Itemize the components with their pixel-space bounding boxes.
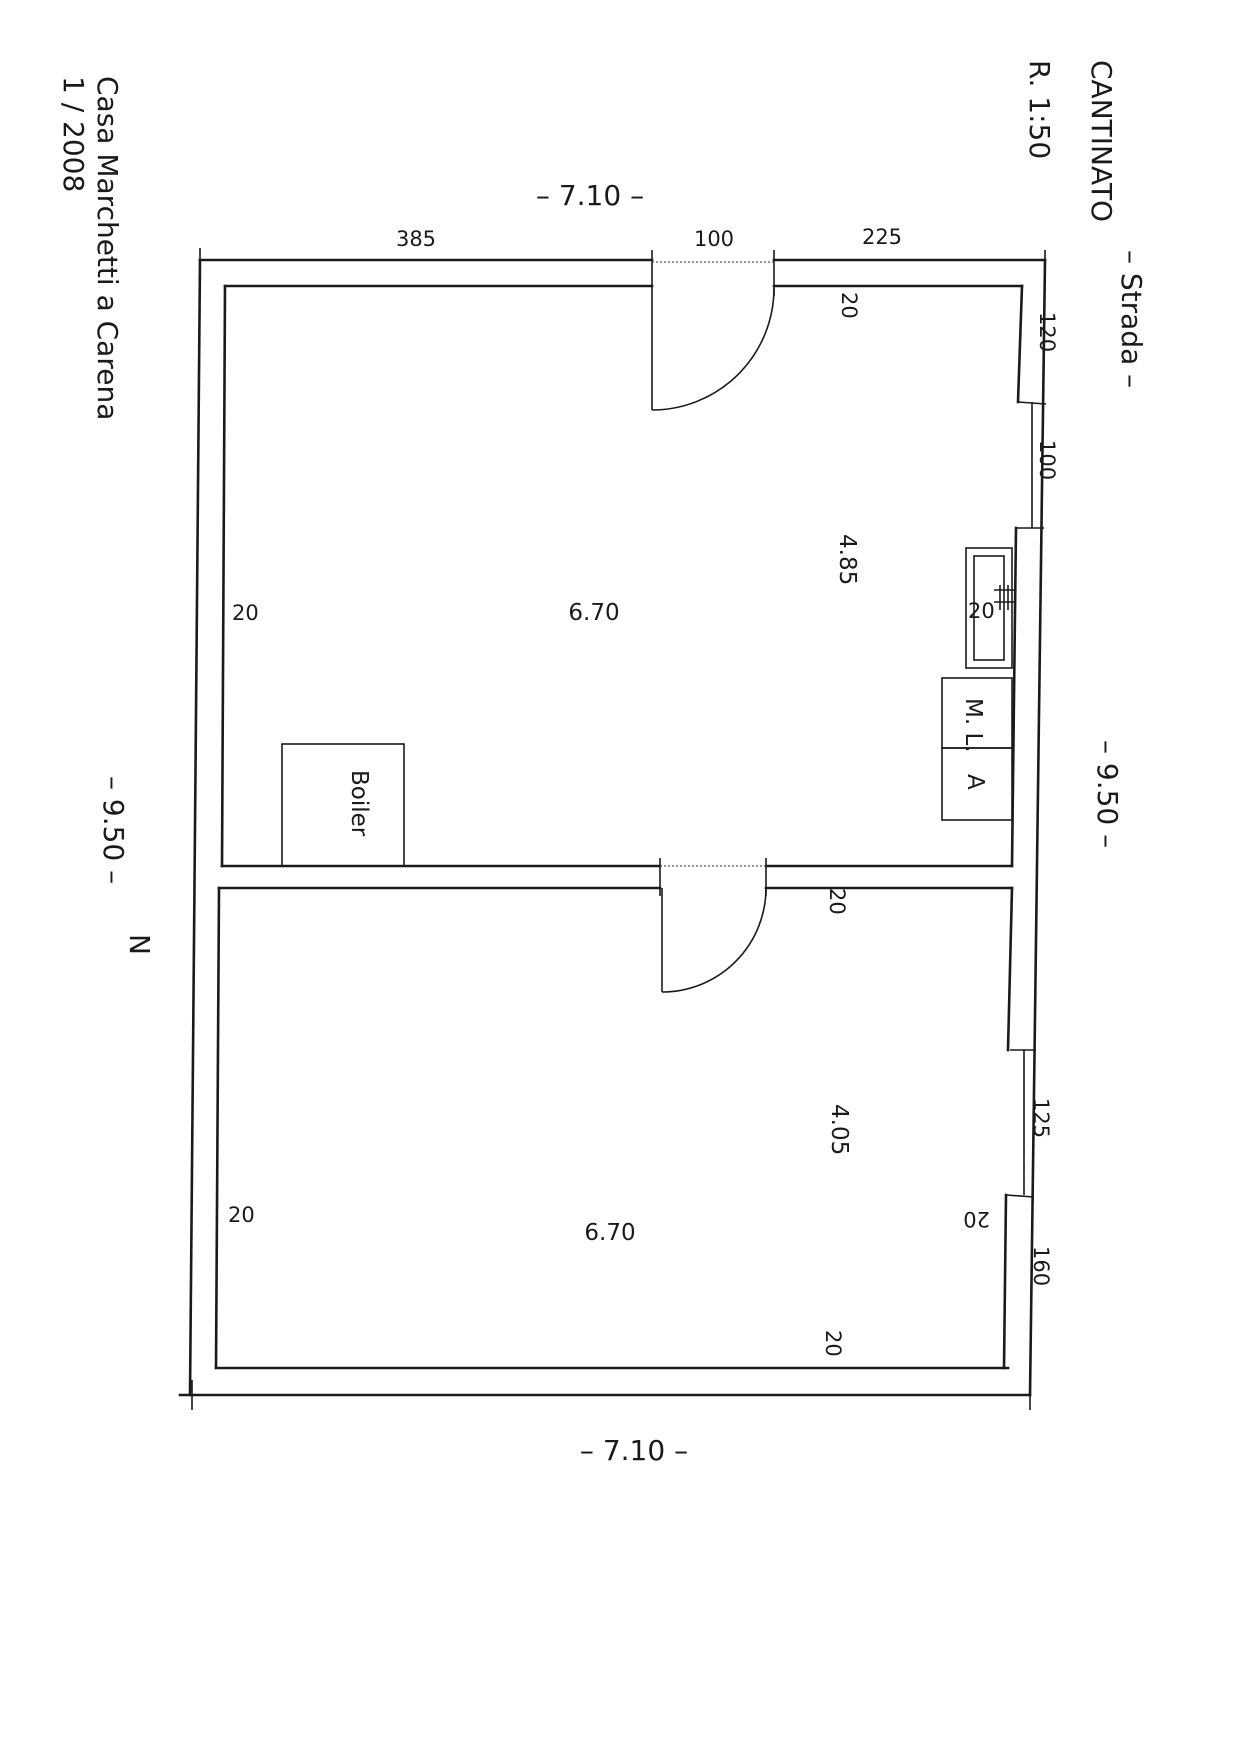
lower-room-length: 6.70 <box>584 1220 635 1246</box>
project-name: Casa Marchetti a Carena <box>91 76 124 420</box>
dimension-lines <box>1023 402 1033 1195</box>
drawing-scale: R. 1:50 <box>1023 60 1056 159</box>
top-segment-385: 385 <box>396 227 436 251</box>
right-segment-120: 120 <box>1035 312 1059 352</box>
wall-thickness-niche: 20 <box>968 599 995 623</box>
top-total-dimension: – 7.10 – <box>536 179 644 212</box>
right-segment-125: 125 <box>1029 1098 1053 1138</box>
top-segment-225: 225 <box>862 225 902 249</box>
lower-room-width: 4.05 <box>826 1104 852 1155</box>
drawing-title: CANTINATO <box>1085 60 1118 222</box>
right-total-dimension: – 9.50 – <box>1091 740 1124 848</box>
sink-fixture <box>965 547 1014 669</box>
interior-door <box>661 887 767 993</box>
wall-thickness-right-lower: 20 <box>963 1207 990 1231</box>
wall-thickness-left-upper: 20 <box>232 601 259 625</box>
street-label: – Strada – <box>1115 250 1148 388</box>
top-segment-100: 100 <box>694 227 734 251</box>
project-date: 1 / 2008 <box>57 76 90 192</box>
wall-thickness-left-lower: 20 <box>228 1203 255 1227</box>
left-total-dimension: – 9.50 – <box>97 776 130 884</box>
upper-room-width: 4.85 <box>834 534 860 585</box>
ml-label: M. L. <box>960 698 986 753</box>
outer-walls <box>178 248 1047 1410</box>
a-label: A <box>962 774 988 790</box>
bottom-total-dimension: – 7.10 – <box>580 1434 688 1467</box>
boiler-label: Boiler <box>346 770 372 837</box>
partition-wall <box>217 858 1014 896</box>
a-fixture <box>941 747 1013 821</box>
upper-room-length: 6.70 <box>568 600 619 626</box>
right-segment-160: 160 <box>1029 1246 1053 1286</box>
wall-thickness-bottom: 20 <box>821 1330 845 1357</box>
wall-thickness-top: 20 <box>837 292 861 319</box>
entrance-door <box>651 250 775 411</box>
right-segment-100: 100 <box>1035 440 1059 480</box>
north-label: N <box>123 934 156 955</box>
boiler-fixture <box>281 743 405 867</box>
wall-thickness-middle: 20 <box>825 888 849 915</box>
